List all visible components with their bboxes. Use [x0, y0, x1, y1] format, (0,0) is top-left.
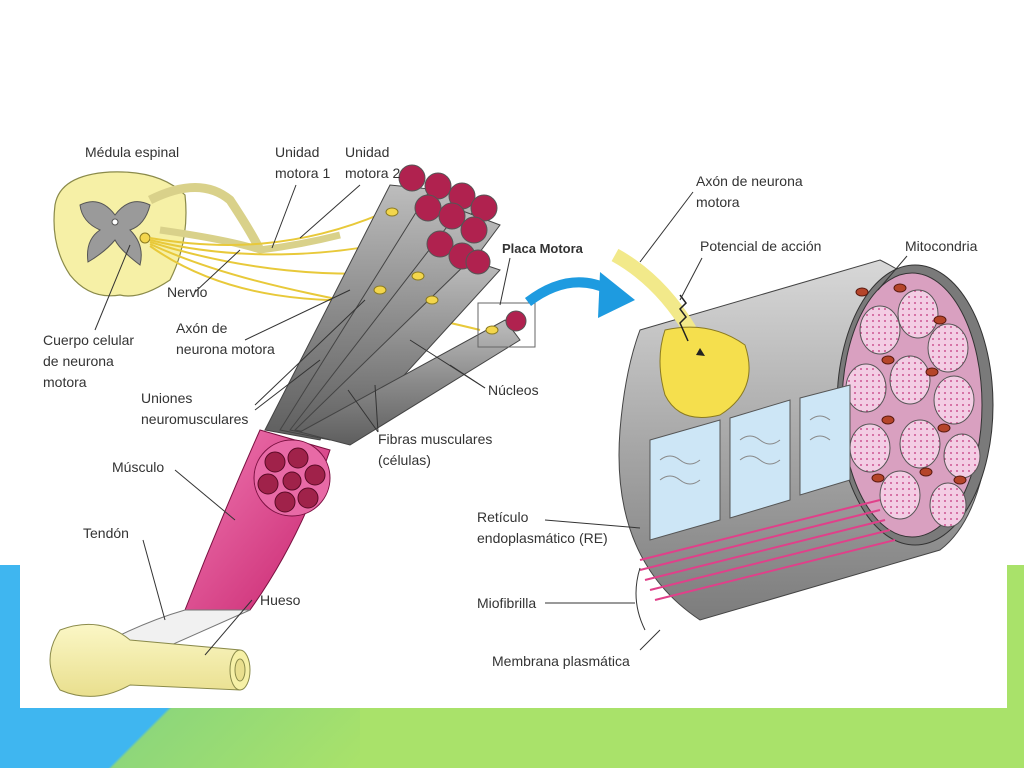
placa-motora-highlight	[477, 302, 536, 348]
label-axon-neurona-motora-line2: neurona motora	[176, 341, 275, 357]
bone	[49, 623, 251, 697]
label-mitocondria: Mitocondria	[905, 238, 978, 254]
label-potencial-accion: Potencial de acción	[700, 238, 821, 254]
labels: Médula espinal Unidad motora 1 Unidad mo…	[43, 144, 978, 669]
label-placa-motora: Placa Motora	[502, 241, 584, 256]
label-reticulo-line1: Retículo	[477, 509, 529, 525]
muscle-fibers	[264, 164, 527, 446]
label-axon-neurona-right-line1: Axón de neurona	[696, 173, 803, 189]
label-musculo: Músculo	[112, 459, 164, 475]
label-fibras-musculares-line1: Fibras musculares	[378, 431, 492, 447]
label-unidad-motora-1-line2: motora 1	[275, 165, 330, 181]
label-axon-neurona-motora-line1: Axón de	[176, 320, 228, 336]
label-axon-neurona-right-line2: motora	[696, 194, 740, 210]
label-miofibrilla: Miofibrilla	[477, 595, 536, 611]
label-nervio: Nervio	[167, 284, 208, 300]
label-tendon: Tendón	[83, 525, 129, 541]
label-unidad-motora-2-line1: Unidad	[345, 144, 389, 160]
label-medula-espinal: Médula espinal	[85, 144, 179, 160]
leader-lines	[94, 184, 908, 656]
motor-neuron-terminal	[611, 248, 750, 418]
nerve-bundle	[149, 209, 481, 331]
label-membrana-plasmatica: Membrana plasmática	[492, 653, 630, 669]
label-nucleos: Núcleos	[488, 382, 539, 398]
label-reticulo-line2: endoplasmático (RE)	[477, 530, 608, 546]
label-unidad-motora-2-line2: motora 2	[345, 165, 400, 181]
label-uniones-line1: Uniones	[141, 390, 192, 406]
spinal-cord	[53, 171, 265, 297]
label-unidad-motora-1-line1: Unidad	[275, 144, 319, 160]
label-cuerpo-celular-line1: Cuerpo celular	[43, 332, 134, 348]
background-accent-teal	[0, 708, 360, 768]
muscle-belly	[184, 429, 331, 611]
label-uniones-line2: neuromusculares	[141, 411, 248, 427]
label-fibras-musculares-line2: (células)	[378, 452, 431, 468]
label-cuerpo-celular-line2: de neurona	[43, 353, 114, 369]
zoom-arrow	[524, 272, 635, 318]
label-cuerpo-celular-line3: motora	[43, 374, 87, 390]
label-hueso: Hueso	[260, 592, 301, 608]
